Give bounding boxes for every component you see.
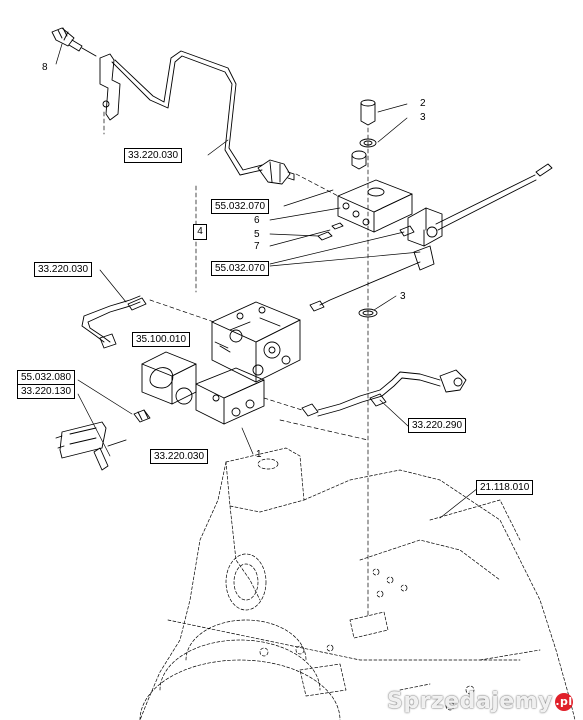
callout-2: 2	[420, 98, 426, 109]
connector-8-drawing	[51, 27, 97, 57]
callout-6: 6	[254, 215, 260, 226]
ref-33-220-290[interactable]: 33.220.290	[408, 418, 467, 433]
elbow-fitting	[257, 159, 295, 185]
leader-lines	[55, 43, 479, 519]
callout-3-lower: 3	[400, 291, 406, 302]
callout-5: 5	[254, 229, 260, 240]
transmission-housing	[139, 447, 576, 720]
watermark-suffix: .pl	[555, 693, 573, 711]
solenoid-right	[399, 163, 553, 271]
callout-7: 7	[254, 241, 260, 252]
solenoid-valve-1	[141, 351, 265, 425]
ref-21-118-010[interactable]: 21.118.010	[476, 480, 534, 495]
ref-33-220-030-mid[interactable]: 33.220.030	[34, 262, 93, 277]
top-tube-assembly	[99, 50, 263, 176]
valve-block	[317, 179, 413, 241]
ref-55-032-070-a[interactable]: 55.032.070	[211, 199, 270, 214]
middle-tube	[81, 295, 147, 349]
pump-assembly	[211, 301, 301, 383]
fitting-and-bracket	[55, 409, 151, 471]
pin-and-seal	[351, 99, 377, 170]
callout-3-top: 3	[420, 112, 426, 123]
ref-35-100-010[interactable]: 35.100.010	[132, 332, 191, 347]
callout-1: 1	[256, 449, 262, 460]
ref-33-220-030-top[interactable]: 33.220.030	[124, 148, 183, 163]
watermark: Sprzedajemy.pl	[387, 689, 573, 714]
ref-33-220-130[interactable]: 33.220.130	[17, 384, 76, 399]
watermark-text: Sprzedajemy	[387, 689, 553, 714]
callout-8: 8	[42, 62, 48, 73]
ref-55-032-070-b[interactable]: 55.032.070	[211, 261, 270, 276]
ref-33-220-030-low[interactable]: 33.220.030	[150, 449, 209, 464]
callout-4[interactable]: 4	[193, 224, 207, 240]
wire-lower	[309, 261, 421, 318]
ref-55-032-080[interactable]: 55.032.080	[17, 370, 76, 385]
right-tube	[301, 369, 467, 417]
